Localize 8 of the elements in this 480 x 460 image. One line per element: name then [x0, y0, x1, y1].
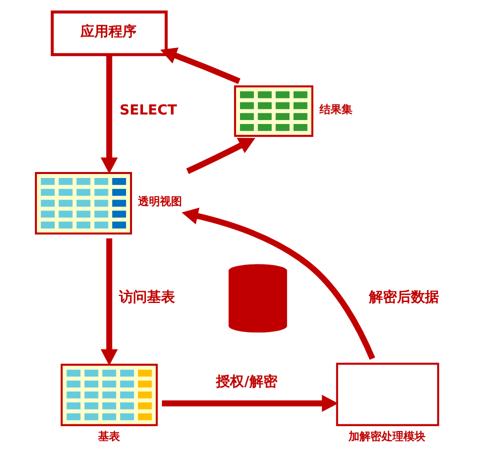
node-label: 结果集 [318, 102, 352, 116]
edge-label: 授权/解密 [216, 374, 277, 390]
edge-label: 解密后数据 [368, 290, 438, 306]
edge-label: SELECT [119, 102, 177, 118]
node-label: 透明视图 [137, 195, 182, 208]
node-label: 加解密处理模块 [348, 430, 425, 443]
node-label: 基表 [97, 430, 120, 443]
edge-label: 访问基表 [118, 290, 175, 306]
